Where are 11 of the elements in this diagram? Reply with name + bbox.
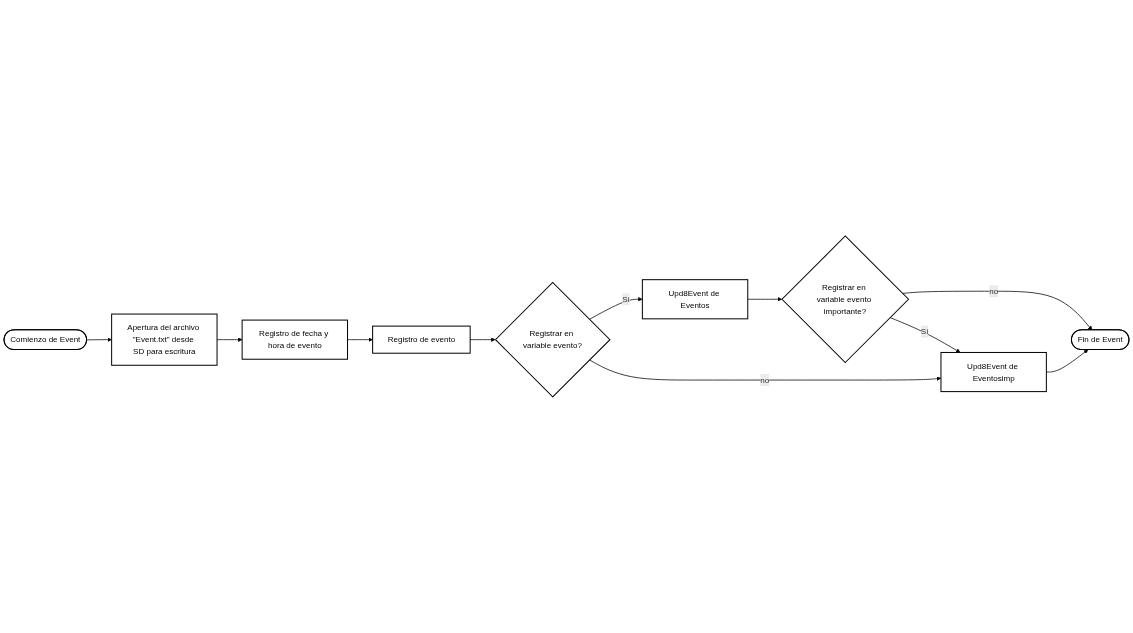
node-box: Apertura del archivo "Event.txt" desde SD para escritura: [111, 313, 218, 366]
edge-label: Sí: [622, 294, 630, 304]
node-diamond: Registrar en variable evento importante?: [781, 235, 910, 364]
node-box: Registro de evento: [372, 325, 471, 354]
edge-label: no: [760, 375, 770, 385]
node-box: Upd8Event de Eventos: [641, 279, 749, 320]
node-box: Upd8Event de Eventosimp: [940, 352, 1047, 393]
edge-label: no: [989, 286, 999, 296]
node-box: Registro de fecha y hora de evento: [241, 319, 349, 360]
node-diamond: Registrar en variable evento?: [495, 282, 611, 398]
edge-label: Sí: [920, 327, 929, 336]
